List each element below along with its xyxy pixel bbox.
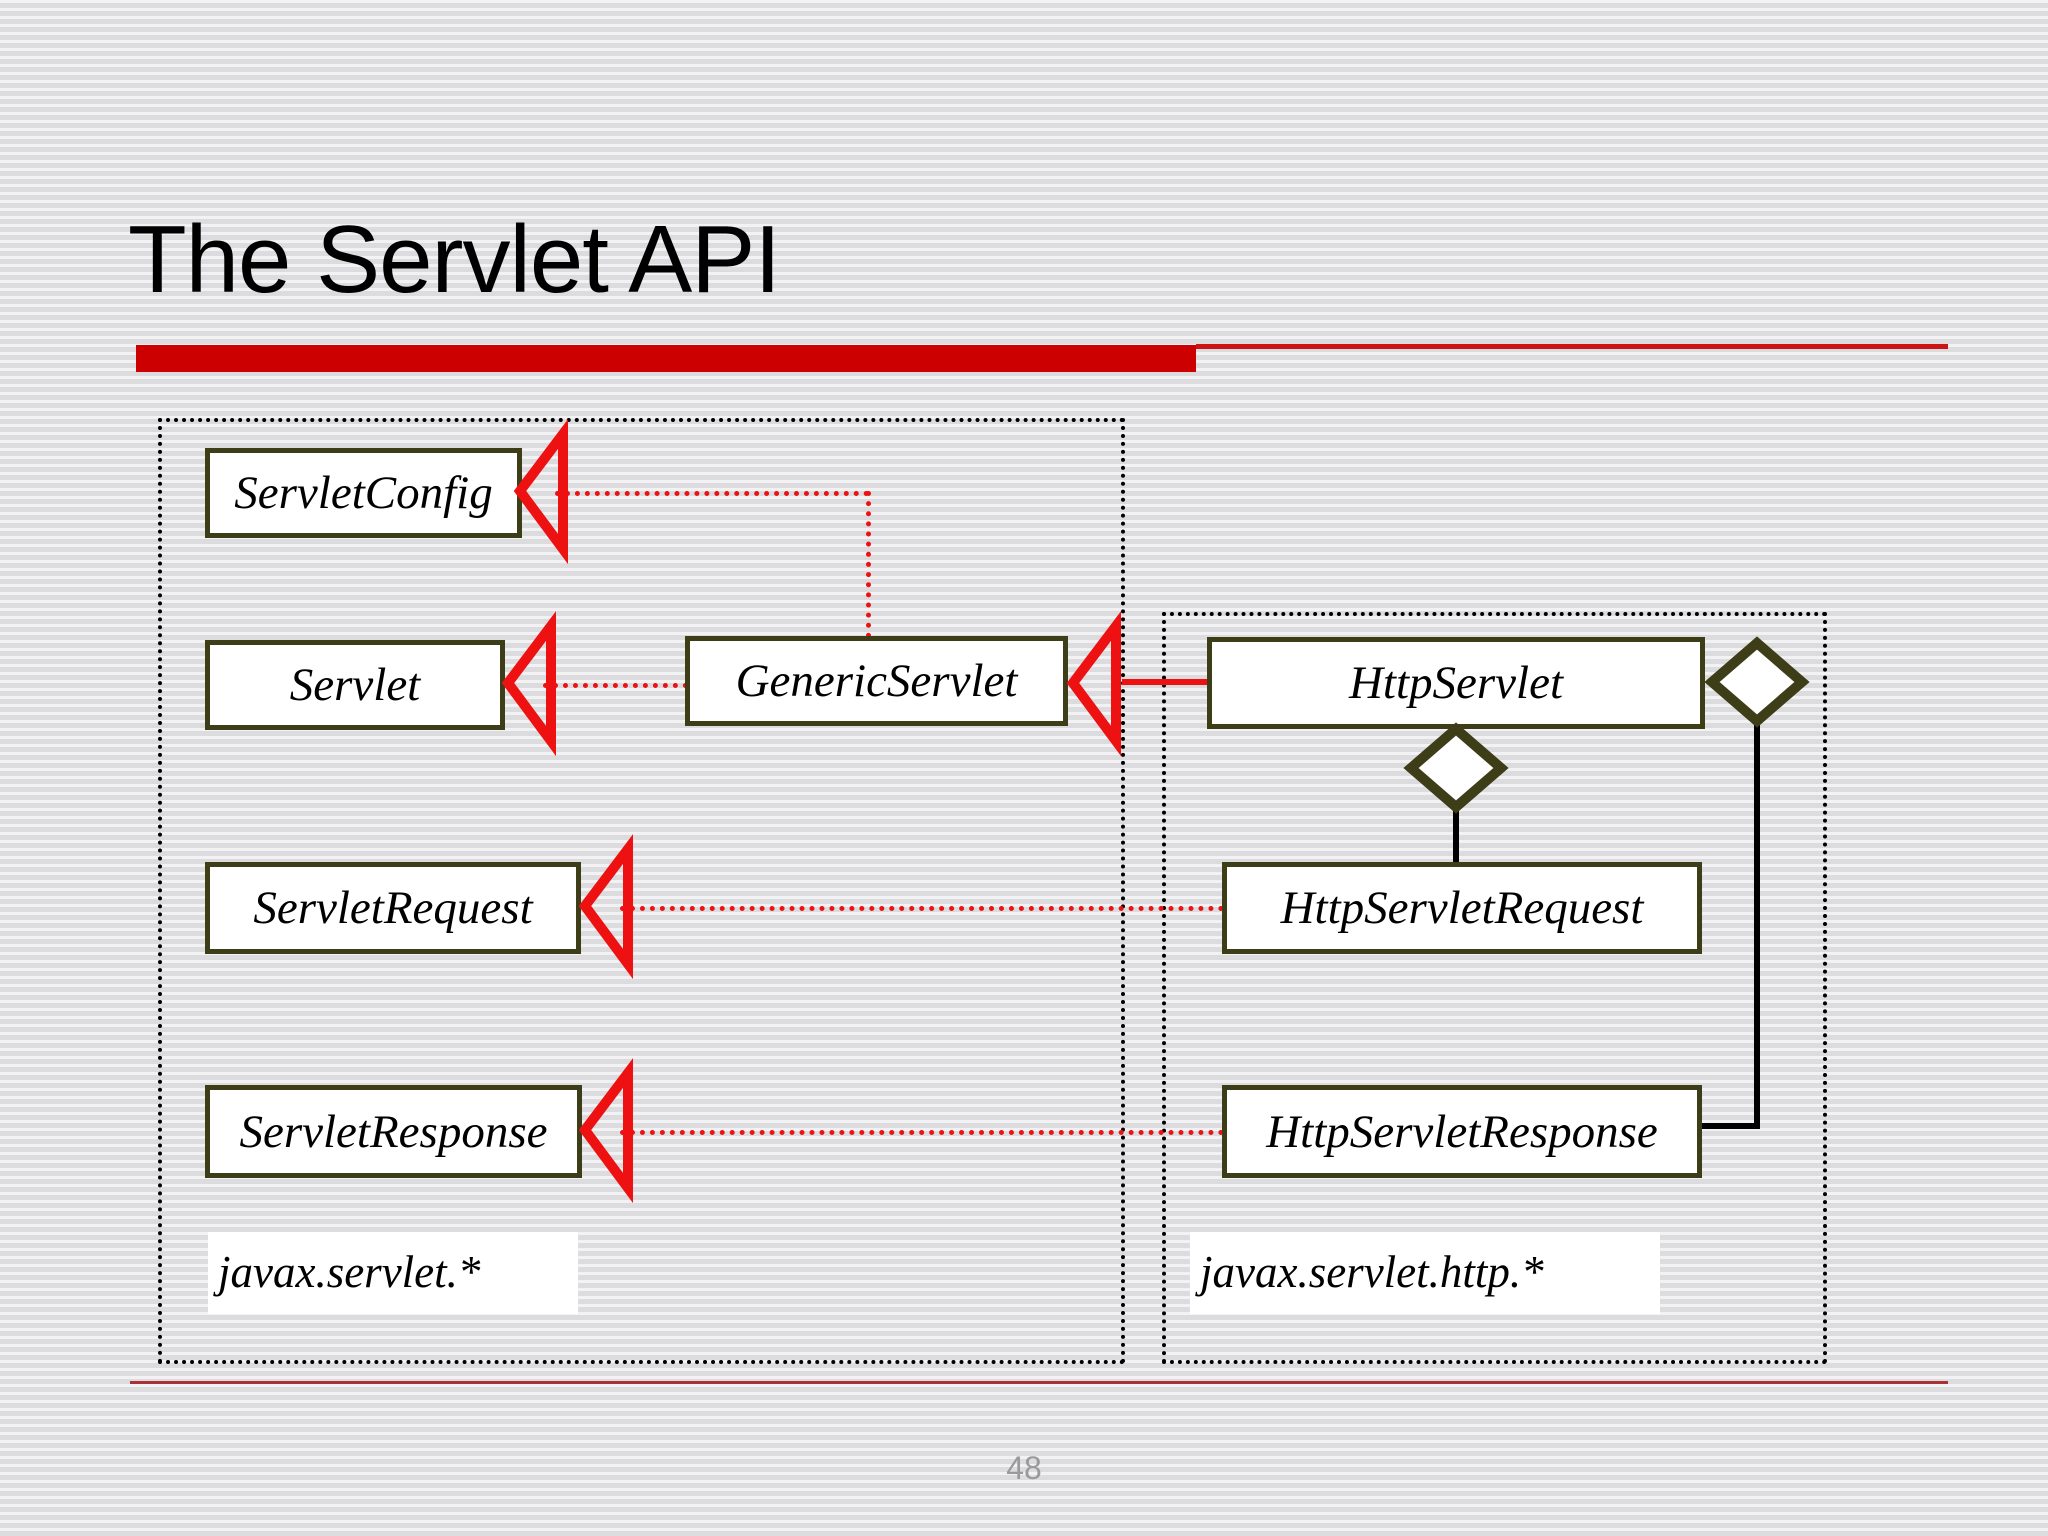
class-label-servletresponse: ServletResponse: [239, 1105, 548, 1158]
aggregation-line-httpservlet-httpsrvresponse-h: [1700, 1123, 1760, 1129]
dependency-line-genericservlet-servletconfig-h: [555, 491, 869, 496]
class-box-servlet[interactable]: Servlet: [205, 640, 505, 730]
aggregation-line-httpservlet-httpsrvresponse-v: [1754, 712, 1760, 1129]
class-label-genericservlet: GenericServlet: [735, 655, 1018, 707]
class-box-servletrequest[interactable]: ServletRequest: [205, 862, 581, 954]
title-accent-bar-thin: [1196, 344, 1948, 349]
class-label-httpservletrequest: HttpServletRequest: [1280, 882, 1644, 934]
class-label-servletrequest: ServletRequest: [253, 882, 533, 934]
package-label-javax-servlet-http: javax.servlet.http.*: [1190, 1232, 1660, 1314]
class-label-httpservletresponse: HttpServletResponse: [1266, 1105, 1658, 1158]
package-javax-servlet-http: [1162, 612, 1827, 1364]
dependency-line-httpsrvrequest-servletrequest: [620, 906, 1224, 911]
class-box-httpservlet[interactable]: HttpServlet: [1207, 637, 1705, 729]
generalization-line-httpservlet-genericservlet: [1122, 679, 1208, 685]
class-box-httpservletrequest[interactable]: HttpServletRequest: [1222, 862, 1702, 954]
dependency-line-genericservlet-servlet: [543, 683, 688, 688]
class-label-httpservlet: HttpServlet: [1348, 657, 1564, 709]
class-label-servlet: Servlet: [289, 659, 421, 711]
class-box-servletresponse[interactable]: ServletResponse: [205, 1085, 582, 1178]
page-number: 48: [1006, 1450, 1042, 1486]
dependency-line-genericservlet-servletconfig-v: [866, 491, 871, 638]
page-title: The Servlet API: [128, 206, 781, 313]
dependency-line-httpsrvresponse-servletresponse: [620, 1130, 1224, 1135]
class-box-servletconfig[interactable]: ServletConfig: [205, 448, 522, 538]
package-javax-servlet: [158, 418, 1125, 1364]
title-accent-bar-thick: [136, 345, 1196, 372]
class-box-genericservlet[interactable]: GenericServlet: [685, 636, 1068, 726]
class-label-servletconfig: ServletConfig: [234, 467, 493, 519]
package-label-javax-servlet: javax.servlet.*: [208, 1232, 578, 1314]
footer-rule: [130, 1381, 1948, 1384]
class-box-httpservletresponse[interactable]: HttpServletResponse: [1222, 1085, 1702, 1178]
aggregation-line-httpservlet-httpsrvrequest: [1453, 768, 1459, 864]
